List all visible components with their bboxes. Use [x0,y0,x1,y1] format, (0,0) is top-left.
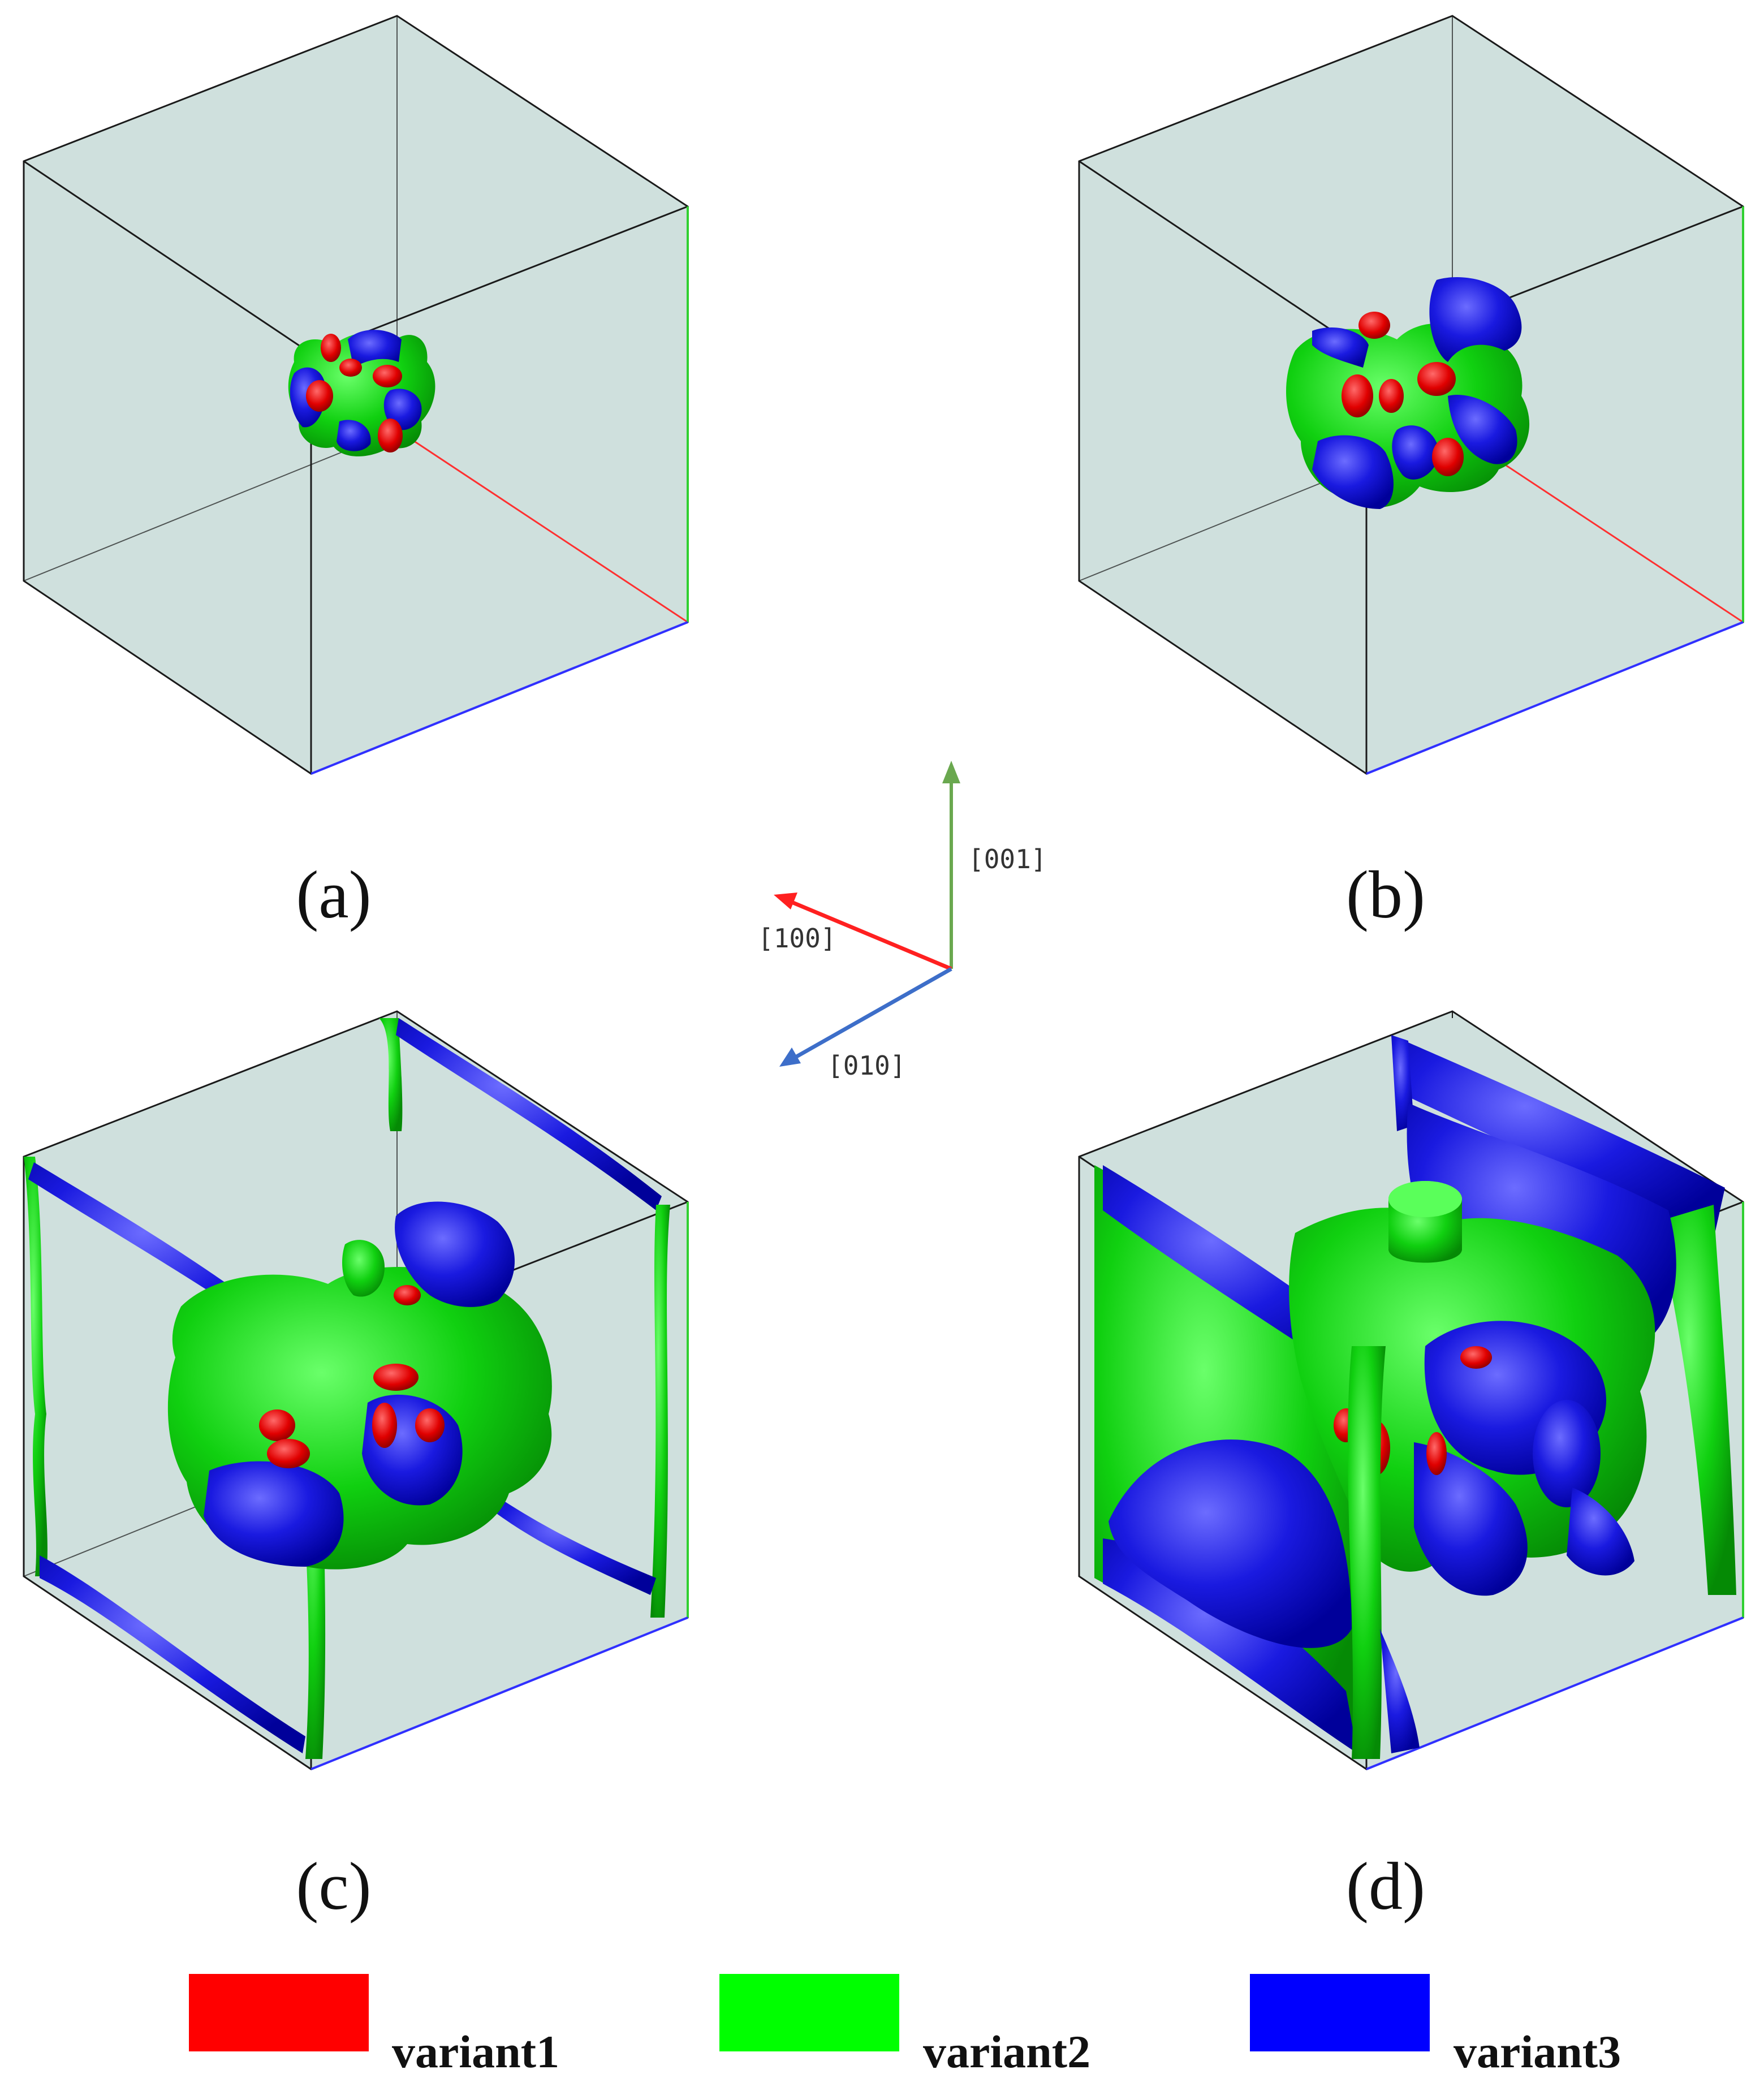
variant1-blob [259,1409,295,1441]
variant1-blob [378,419,403,452]
variant1-blob [1417,362,1456,396]
legend-label-variant2: variant2 [923,2026,1090,2077]
panel-a: (a) [23,15,689,932]
axis-010-arrowhead [779,1047,801,1067]
axis-label-010: [010] [827,1050,905,1081]
panel-label-a: (a) [296,857,371,932]
variant1-blob [1342,374,1373,417]
variant1-blob [373,365,402,387]
variant1-blob [306,380,333,412]
axis-001-arrowhead [942,761,960,783]
legend-swatch-variant2 [719,1974,899,2051]
panel-c: (c) [23,1010,689,1924]
axis-triad: [001] [100] [010] [758,761,1046,1081]
legend-swatch-variant3 [1250,1974,1430,2051]
legend-label-variant1: variant1 [392,2026,559,2077]
variant1-blob [394,1285,421,1305]
axis-100-arrow [788,899,952,971]
axis-010-arrow [793,967,952,1060]
variant1-blob [415,1408,445,1442]
precipitate-cluster [167,1201,552,1570]
variant1-blob [1432,438,1464,476]
panel-b: (b) [1078,15,1744,932]
legend-swatch-variant1 [189,1974,369,2051]
legend-label-variant3: variant3 [1454,2026,1621,2077]
legend: variant1 variant2 variant3 [189,1974,1621,2077]
variant2-cylinder-top [1388,1181,1462,1217]
axis-label-100: [100] [758,923,836,954]
precipitate-cluster [288,330,435,456]
variant1-blob [1358,312,1390,339]
variant1-blob [339,359,362,377]
axis-100-arrowhead [774,893,797,909]
variant1-blob [373,1364,419,1391]
variant1-blob [1426,1432,1447,1475]
precipitate-cluster [1289,1181,1655,1596]
variant1-blob [1379,379,1404,413]
panel-label-d: (d) [1346,1848,1425,1924]
panel-d: (d) [1078,1010,1744,1924]
panel-label-b: (b) [1346,857,1425,932]
panel-label-c: (c) [296,1848,371,1924]
precipitate-cluster [1286,277,1530,509]
variant1-blob [267,1439,310,1468]
variant1-blob [372,1403,397,1448]
axis-label-001: [001] [968,844,1046,874]
variant1-blob [321,334,341,362]
variant1-blob [1460,1346,1492,1369]
